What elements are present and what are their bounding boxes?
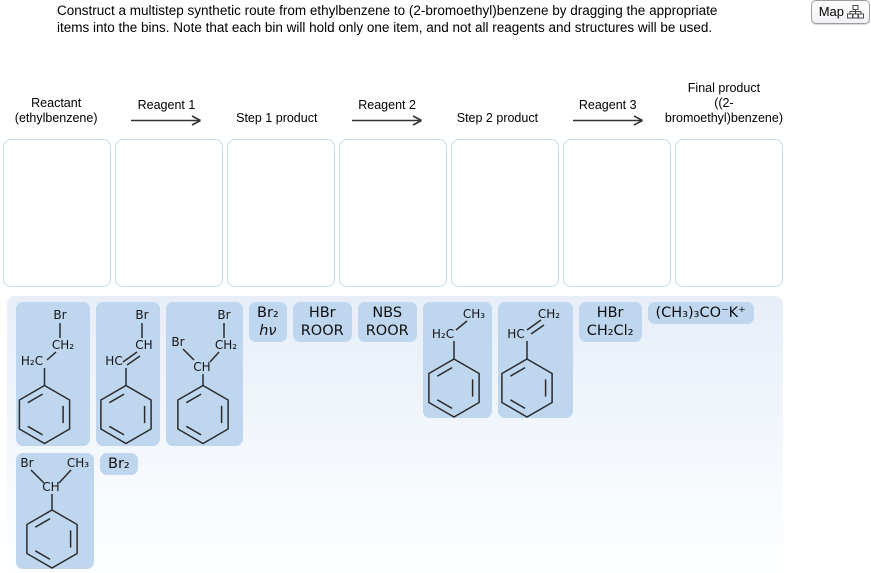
svg-text:CH: CH (135, 338, 152, 352)
reagent-arrow-label: Reagent 3 (578, 98, 637, 112)
reagent-line: Br₂ (108, 456, 130, 472)
bin-step-1-product[interactable] (227, 139, 335, 287)
reagent-nbs-roor[interactable]: NBS ROOR (357, 302, 417, 342)
bin-reagent-3[interactable] (563, 139, 671, 287)
flow-arrow-reagent-1: Reagent 1 (113, 86, 219, 126)
instructions-text: Construct a multistep synthetic route fr… (57, 2, 717, 36)
sitemap-icon (847, 4, 864, 18)
flow-arrow-reagent-3: Reagent 3 (555, 86, 661, 126)
svg-text:HC: HC (507, 327, 524, 341)
instructions-line-2: items into the bins. Note that each bin … (57, 20, 713, 35)
right-arrow-icon (352, 115, 422, 126)
bin-final-product[interactable] (675, 139, 783, 287)
svg-text:Br: Br (135, 308, 148, 322)
reagent-potassium-tert-butoxide[interactable]: (CH₃)₃CO⁻K⁺ (647, 302, 754, 324)
flow-label-step-2-product: Step 2 product (444, 86, 550, 126)
reagent-line: hν (259, 323, 277, 339)
structure-ethylbenzene[interactable]: CH₃ H₂C (422, 302, 492, 418)
tray-row-2: Br CH₃ CH Br₂ (16, 453, 774, 569)
bin-step-2-product[interactable] (451, 139, 559, 287)
flow-arrow-reagent-2: Reagent 2 (334, 86, 440, 126)
flow-label-line: Reactant (31, 96, 82, 110)
svg-text:Br: Br (53, 308, 66, 322)
reagent-line: Br₂ (257, 305, 279, 321)
structure-drawing: Br CH₃ CH (20, 456, 89, 569)
svg-text:HC: HC (105, 354, 122, 368)
svg-text:H₂C: H₂C (432, 327, 454, 341)
reagent-br2-hv[interactable]: Br₂ hν (249, 302, 287, 342)
structure-styrene[interactable]: CH₂ HC (497, 302, 573, 418)
flow-row: Reactant(ethylbenzene) Reagent 1 Step 1 pr… (3, 81, 783, 126)
svg-text:CH₃: CH₃ (67, 456, 89, 470)
svg-text:Br: Br (20, 456, 33, 470)
flow-label-final-product: Final product((2-bromoethyl)benzene) (664, 81, 783, 126)
svg-text:Br: Br (217, 308, 230, 322)
map-button-label: Map (818, 4, 844, 19)
flow-label-reactant: Reactant(ethylbenzene) (3, 86, 109, 126)
flow-label-step-1-product: Step 1 product (224, 86, 330, 126)
reagent-arrow-label: Reagent 1 (137, 98, 196, 112)
svg-text:Br: Br (171, 335, 184, 349)
svg-text:CH₂: CH₂ (215, 338, 237, 352)
svg-text:CH₂: CH₂ (52, 338, 74, 352)
svg-text:CH: CH (193, 360, 210, 374)
bin-reactant[interactable] (3, 139, 111, 287)
svg-text:H₂C: H₂C (21, 354, 43, 368)
bin-reagent-1[interactable] (115, 139, 223, 287)
reagent-line: ROOR (300, 323, 344, 339)
right-arrow-icon (131, 115, 202, 126)
reagent-arrow-label: Reagent 2 (358, 98, 416, 112)
svg-text:CH₃: CH₃ (463, 307, 485, 321)
svg-text:CH₂: CH₂ (538, 307, 560, 321)
reagent-line: ROOR (365, 323, 409, 339)
bin-reagent-2[interactable] (339, 139, 447, 287)
reagent-line: NBS (372, 305, 403, 321)
flow-label-line: Step 2 product (456, 111, 539, 125)
structure-drawing: CH₂ HC (500, 307, 560, 418)
reagent-line: HBr (596, 305, 624, 321)
structure-drawing: CH₃ H₂C (427, 307, 485, 418)
flow-label-line: ((2-bromoethyl)benzene) (664, 96, 783, 125)
reagent-line: (CH₃)₃CO⁻K⁺ (655, 305, 746, 321)
reagent-line: CH₂Cl₂ (586, 323, 634, 339)
flow-label-line: Final product (687, 81, 761, 95)
flow-label-line: Step 1 product (236, 111, 318, 125)
flow-label-line: (ethylbenzene) (14, 111, 98, 125)
map-button[interactable]: Map (810, 0, 870, 24)
right-arrow-icon (572, 115, 643, 126)
reagent-br2[interactable]: Br₂ (100, 453, 138, 475)
structure-1-bromoethyl-benzene[interactable]: Br CH₃ CH (16, 453, 94, 569)
instructions-line-1: Construct a multistep synthetic route fr… (57, 3, 718, 18)
reagent-line: HBr (308, 305, 336, 321)
svg-text:CH: CH (42, 480, 59, 494)
bins-row (3, 139, 783, 287)
